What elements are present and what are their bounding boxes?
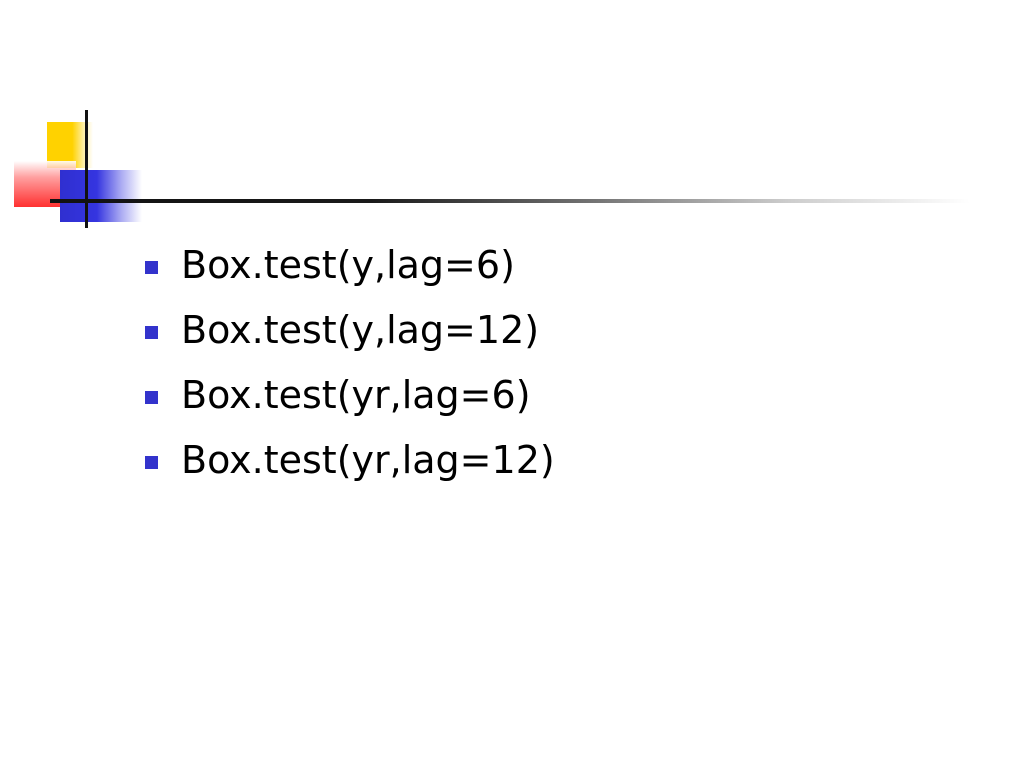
- corner-logo-decoration: [0, 100, 160, 240]
- bullet-text: Box.test(yr,lag=6): [181, 372, 531, 417]
- square-bullet-icon: [145, 261, 158, 274]
- bullet-item: Box.test(y,lag=12): [145, 297, 965, 362]
- bullet-text: Box.test(y,lag=6): [181, 242, 515, 287]
- bullet-item: Box.test(y,lag=6): [145, 232, 965, 297]
- vertical-rule: [85, 110, 88, 228]
- title-underline-rule: [50, 199, 970, 203]
- square-bullet-icon: [145, 456, 158, 469]
- bullet-text: Box.test(y,lag=12): [181, 307, 540, 352]
- square-bullet-icon: [145, 391, 158, 404]
- slide-body: Box.test(y,lag=6) Box.test(y,lag=12) Box…: [145, 232, 965, 492]
- bullet-text: Box.test(yr,lag=12): [181, 437, 555, 482]
- square-bullet-icon: [145, 326, 158, 339]
- blue-square-shape: [60, 170, 142, 222]
- bullet-item: Box.test(yr,lag=6): [145, 362, 965, 427]
- bullet-item: Box.test(yr,lag=12): [145, 427, 965, 492]
- bullet-list: Box.test(y,lag=6) Box.test(y,lag=12) Box…: [145, 232, 965, 492]
